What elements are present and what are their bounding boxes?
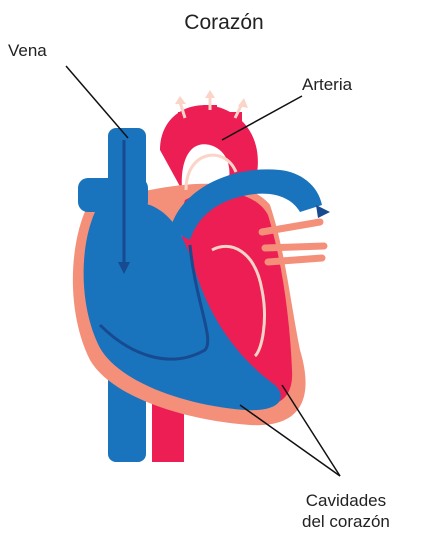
- pulmonary-vein-2: [265, 246, 324, 248]
- cavities-pointer-line-2: [282, 385, 340, 476]
- vein-pointer-line: [66, 66, 128, 138]
- blue-vessel-left: [78, 178, 148, 212]
- pulmonary-arrowhead: [316, 205, 330, 218]
- pulmonary-vein-3: [268, 258, 322, 262]
